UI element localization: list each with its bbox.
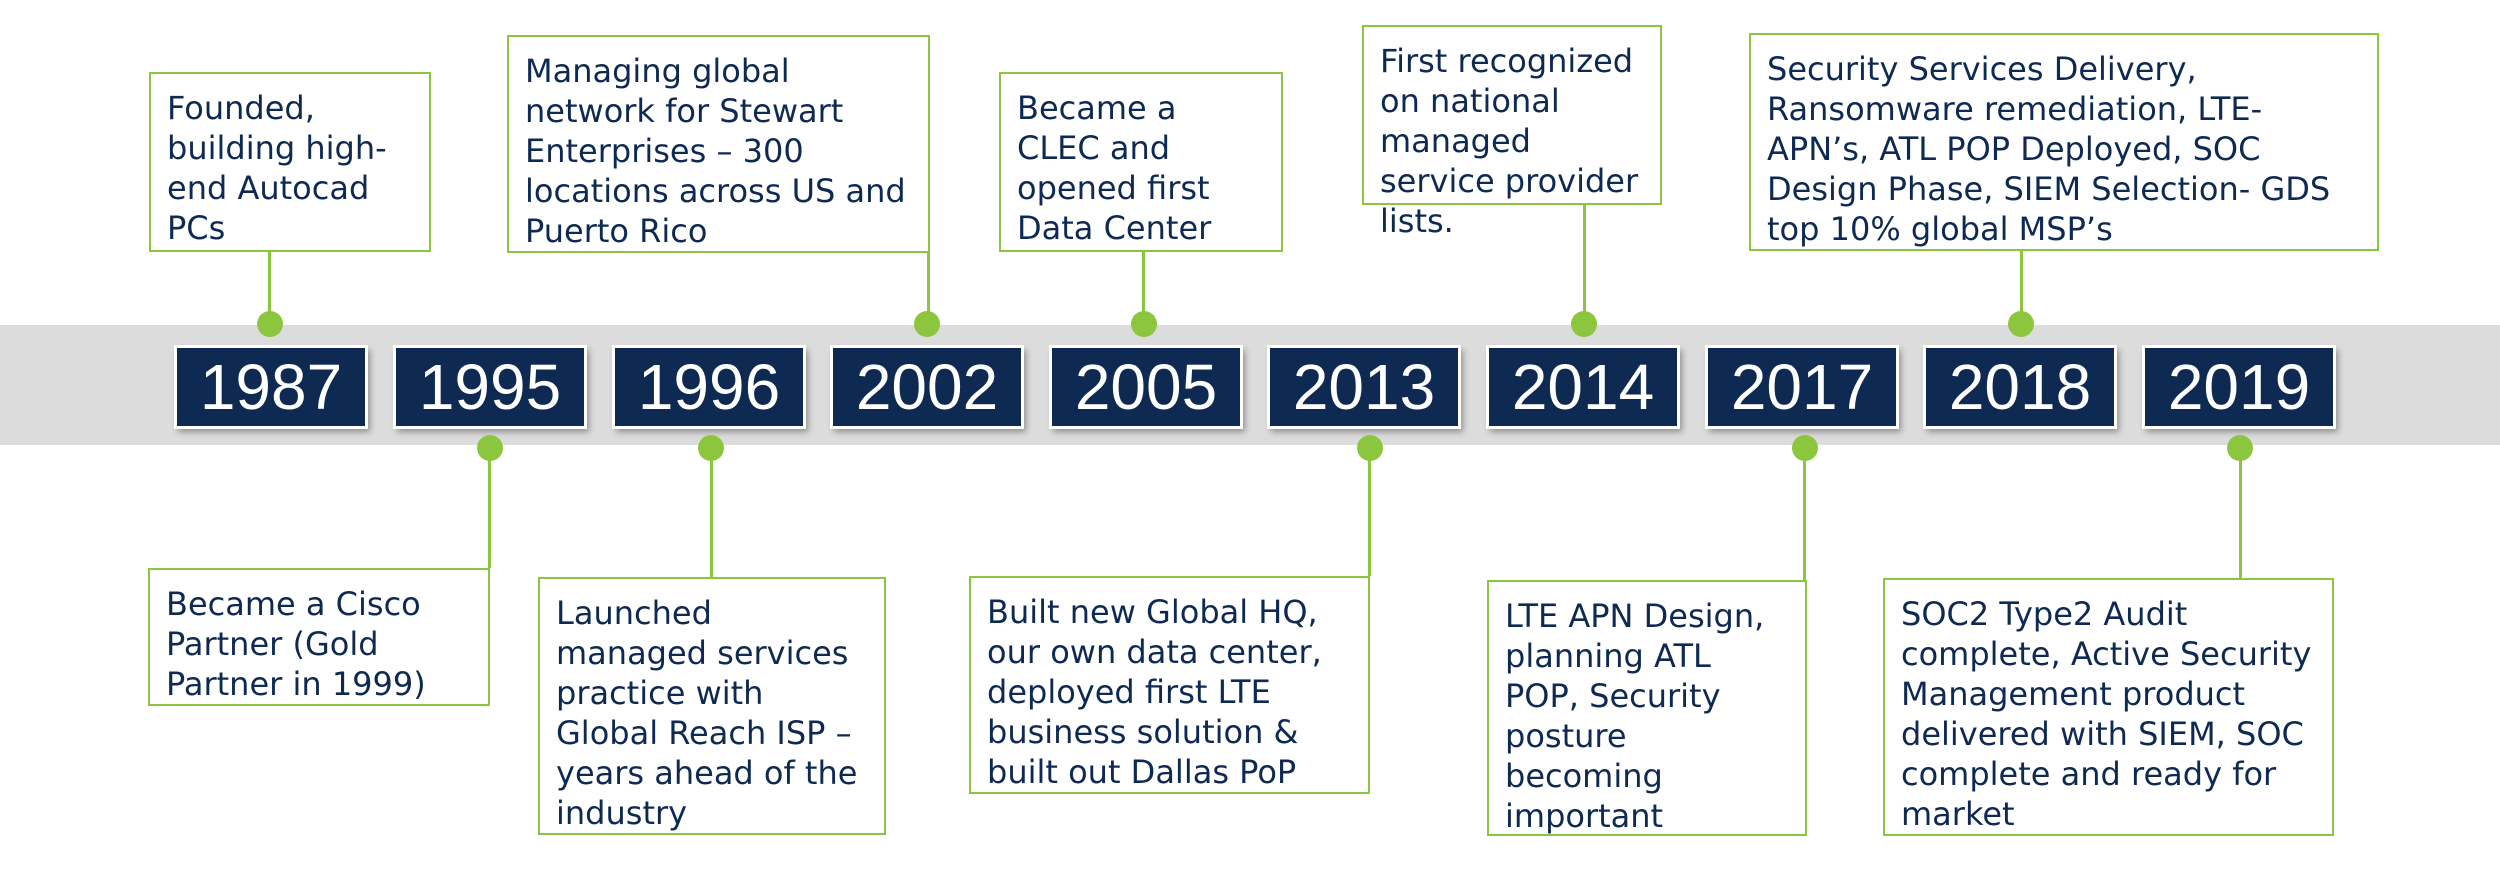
year-2017: 2017	[1708, 348, 1896, 426]
dot-2018	[2008, 311, 2034, 337]
connector-2017	[1803, 448, 1806, 581]
connector-2005	[1142, 250, 1145, 323]
dot-2013	[1357, 435, 1383, 461]
year-2013: 2013	[1270, 348, 1458, 426]
event-2002: Managing global network for Stewart Ente…	[507, 35, 930, 253]
dot-1987	[257, 311, 283, 337]
connector-2014	[1583, 202, 1586, 323]
event-1987: Founded, building high-end Autocad PCs	[149, 72, 431, 252]
year-1995: 1995	[396, 348, 584, 426]
event-2018: Security Services Delivery, Ransomware r…	[1749, 33, 2379, 251]
event-2019: SOC2 Type2 Audit complete, Active Securi…	[1883, 578, 2334, 836]
year-2014: 2014	[1489, 348, 1677, 426]
dot-1996	[698, 435, 724, 461]
year-2005: 2005	[1052, 348, 1240, 426]
connector-1996	[710, 448, 713, 579]
year-2002: 2002	[833, 348, 1021, 426]
dot-1995	[477, 435, 503, 461]
connector-1987	[268, 250, 271, 323]
event-2014: First recognized on national managed ser…	[1362, 25, 1662, 240]
dot-2002	[914, 311, 940, 337]
event-2013: Built new Global HQ, our own data center…	[969, 576, 1370, 794]
connector-2013	[1368, 448, 1371, 576]
timeline-band	[0, 325, 2500, 445]
year-1987: 1987	[177, 348, 365, 426]
event-2017: LTE APN Design, planning ATL POP, Securi…	[1487, 580, 1807, 836]
event-1996: Launched managed services practice with …	[538, 577, 886, 835]
dot-2019	[2227, 435, 2253, 461]
event-1995: Became a Cisco Partner (Gold Partner in …	[148, 568, 490, 706]
connector-2018	[2020, 250, 2023, 323]
dot-2017	[1792, 435, 1818, 461]
dot-2014	[1571, 311, 1597, 337]
connector-1995	[488, 448, 491, 568]
connector-2002	[927, 250, 930, 323]
event-2005: Became a CLEC and opened first Data Cent…	[999, 72, 1283, 252]
year-1996: 1996	[615, 348, 803, 426]
connector-2019	[2239, 448, 2242, 579]
year-2018: 2018	[1926, 348, 2114, 426]
dot-2005	[1131, 311, 1157, 337]
year-2019: 2019	[2145, 348, 2333, 426]
